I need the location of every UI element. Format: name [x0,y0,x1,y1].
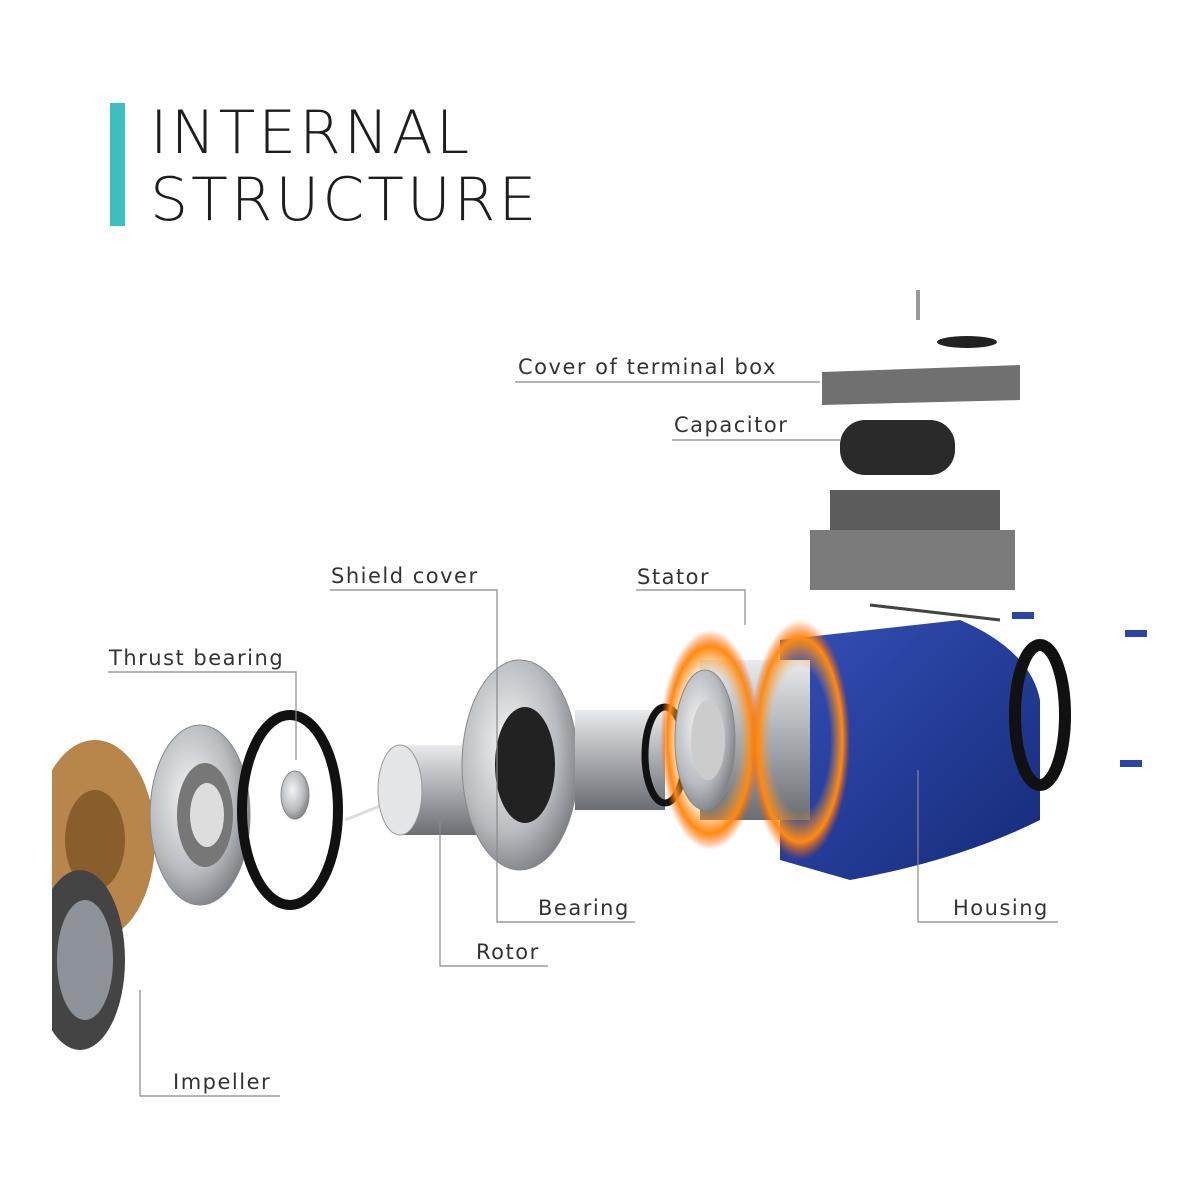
label-capacitor: Capacitor [674,413,789,437]
housing-part [780,612,1147,880]
impeller-part [0,700,155,1100]
accent-bar [110,103,125,226]
label-stator: Stator [637,565,711,589]
label-bearing: Bearing [538,896,630,920]
title-line-1: INTERNAL [150,98,473,168]
rotor-part [344,744,480,836]
leader-lines [108,381,1058,1097]
thrust-bearing-part [149,710,343,910]
stator-part [660,620,850,860]
title-line-2: STRUCTURE [150,165,540,235]
label-cover-of-terminal-box: Cover of terminal box [518,355,777,379]
shield-cover-part [461,659,689,871]
label-rotor: Rotor [476,940,540,964]
label-impeller: Impeller [173,1070,272,1094]
label-shield-cover: Shield cover [331,564,479,588]
label-thrust-bearing: Thrust bearing [109,646,285,670]
terminal-box-part [810,290,1020,622]
label-housing: Housing [953,896,1049,920]
